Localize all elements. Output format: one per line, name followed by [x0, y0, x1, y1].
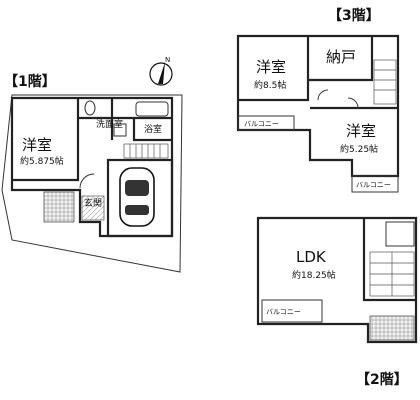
site-boundary [1, 94, 183, 273]
entrance-floor [81, 195, 105, 221]
floor3-walls [236, 34, 400, 178]
floor1-plan [1, 94, 183, 273]
floor2-stairs [369, 251, 415, 297]
floor1-western-room-area: 約5.875帖 [20, 155, 64, 167]
balcony-grid [369, 315, 415, 341]
floor3-plan [236, 34, 400, 193]
floor2-balcony-label: バルコニー [266, 308, 301, 316]
wash-basin [113, 123, 127, 137]
entrance-label: 玄関 [84, 197, 102, 209]
floor3-label: 【3階】 [328, 7, 380, 24]
floor3-balcony-b-label: バルコニー [356, 181, 391, 189]
toilet [84, 100, 96, 116]
floor1-stairs [123, 143, 169, 159]
floor3-western-b-area: 約5.25帖 [340, 143, 378, 155]
floor1-label: 【1階】 [4, 73, 56, 90]
floor2-label: 【2階】 [356, 371, 408, 388]
floor2-balcony [261, 299, 323, 323]
floor3-balcony-b [351, 175, 399, 193]
compass-north-mark: N [165, 56, 170, 64]
floor1-western-room-label: 洋室 [22, 136, 52, 154]
floor3-western-a-area: 約8.5帖 [254, 79, 286, 91]
floor2-plan [256, 216, 418, 344]
kitchen-counter [385, 221, 415, 247]
washroom-label: 洗面室 [96, 118, 123, 130]
floor2-walls [256, 216, 418, 344]
floor3-western-b-label: 洋室 [346, 122, 376, 140]
bathroom-label: 浴室 [144, 123, 162, 135]
ldk-label: LDK [296, 248, 327, 266]
floor3-storage-label: 納戸 [326, 48, 356, 66]
floor3-balcony-a-label: バルコニー [244, 120, 279, 128]
ldk-area: 約18.25帖 [292, 269, 336, 281]
car-icon [119, 167, 155, 227]
porch [43, 191, 75, 223]
floor1-walls [10, 96, 174, 238]
floor3-balcony-a [237, 115, 295, 131]
bathtub [135, 101, 169, 117]
north-arrow-icon: N [149, 56, 173, 86]
floor3-western-a-label: 洋室 [256, 58, 286, 76]
garage [106, 158, 174, 238]
